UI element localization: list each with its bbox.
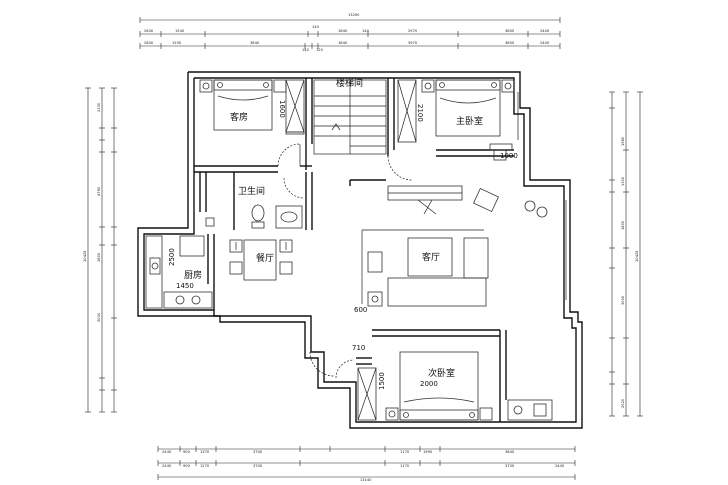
top-dim-1-7: 3600 — [505, 29, 515, 33]
right-dim-2: 1300 — [621, 176, 625, 186]
bottom-dimension-lines: 2440 900 1370 3700 1170 1990 3840 2440 9… — [157, 446, 576, 482]
top-dim-1-1: 2640 — [144, 29, 154, 33]
right-dimension-lines: 1980 1300 1800 3000 2020 10425 — [609, 91, 643, 417]
master-desk-dim: 1000 — [500, 152, 518, 160]
right-dim-4: 3000 — [621, 295, 625, 305]
bottom-dim-2-6: 3700 — [505, 464, 515, 468]
bottom-dim-2-7: 2440 — [555, 464, 565, 468]
bottom-dim-1-4: 3700 — [253, 450, 263, 454]
bottom-dim-1-6: 1990 — [423, 450, 433, 454]
bottom-dim-2-4: 3700 — [253, 464, 263, 468]
room-label-second-bedroom: 次卧室 — [428, 367, 455, 379]
room-label-master: 主卧室 — [456, 115, 483, 127]
left-dim-3: 1800 — [97, 252, 101, 262]
room-label-stairwell: 楼梯间 — [336, 77, 363, 89]
room-label-bathroom: 卫生间 — [238, 185, 265, 197]
top-dim-2-7: 3970 — [408, 41, 418, 45]
top-dim-2-5: 120 — [316, 48, 324, 52]
kitchen-depth-dim: 2500 — [168, 248, 176, 266]
bottom-dim-2-2: 900 — [183, 464, 191, 468]
top-dim-2-3: 3640 — [250, 41, 260, 45]
left-dimension-lines: 10425 2330 4760 1800 3000 — [83, 87, 117, 413]
left-dim-1: 2330 — [97, 102, 101, 112]
top-dimension-lines: 13200 2640 1540 140 1840 140 2970 3600 2… — [139, 13, 561, 52]
left-dim-4: 3000 — [97, 312, 101, 322]
second-bedroom-furniture — [357, 351, 553, 421]
room-label-kitchen: 厨房 — [184, 269, 202, 281]
top-dim-2-9: 2400 — [540, 41, 550, 45]
top-overall-dim: 13200 — [348, 13, 360, 17]
top-dim-1-4: 1840 — [338, 29, 348, 33]
bottom-dim-1-5: 1170 — [400, 450, 410, 454]
bathroom-fixtures — [205, 204, 303, 229]
right-dim-3: 1800 — [621, 220, 625, 230]
kitchen-fixtures — [145, 235, 213, 309]
bottom-dim-2-3: 1270 — [200, 464, 210, 468]
second-cabinet-dim: 710 — [352, 344, 365, 352]
room-label-guest: 客房 — [230, 111, 248, 123]
master-wardrobe-dim: 2100 — [416, 104, 424, 122]
living-room-furniture — [361, 185, 567, 307]
top-dim-1-2: 1540 — [175, 29, 185, 33]
bottom-dim-2-5: 1170 — [400, 464, 410, 468]
right-dim-1: 1980 — [621, 136, 625, 146]
top-dim-1-8: 2400 — [540, 29, 550, 33]
top-dim-1-6: 2970 — [408, 29, 418, 33]
door-swings — [277, 143, 437, 379]
room-label-dining: 餐厅 — [256, 252, 274, 264]
right-overall-dim: 10425 — [635, 251, 639, 262]
walls — [137, 71, 583, 429]
master-bedroom-furniture — [397, 79, 519, 161]
top-dim-2-6: 1840 — [338, 41, 348, 45]
bottom-dim-1-1: 2440 — [162, 450, 172, 454]
staircase — [313, 79, 387, 155]
left-overall-dim: 10425 — [83, 251, 87, 262]
top-dim-1-3: 140 — [312, 25, 320, 29]
room-label-living: 客厅 — [422, 251, 440, 263]
top-dim-2-8: 3600 — [505, 41, 515, 45]
right-dim-5: 2020 — [621, 398, 625, 408]
bottom-overall-dim: 13140 — [360, 478, 372, 482]
room-labels: 客房 楼梯间 主卧室 卫生间 厨房 餐厅 客厅 次卧室 — [184, 77, 483, 379]
living-cabinet-dim: 600 — [354, 306, 367, 314]
top-dim-2-2: 1530 — [172, 41, 182, 45]
top-dim-2-1: 2640 — [144, 41, 154, 45]
bottom-dim-1-2: 900 — [183, 450, 191, 454]
dining-furniture — [229, 239, 293, 281]
left-dim-2: 4760 — [97, 186, 101, 196]
bottom-dim-1-3: 1370 — [200, 450, 210, 454]
guest-room-furniture — [199, 79, 305, 135]
bottom-dim-1-7: 3840 — [505, 450, 515, 454]
bottom-dim-2-1: 2440 — [162, 464, 172, 468]
second-bed-width-dim: 2000 — [420, 380, 438, 388]
top-dim-1-5: 140 — [362, 29, 370, 33]
second-wardrobe-dim: 1500 — [378, 372, 386, 390]
guest-wardrobe-dim: 1600 — [278, 100, 286, 118]
top-dim-2-4: 140 — [302, 48, 310, 52]
kitchen-width-dim: 1450 — [176, 282, 194, 290]
